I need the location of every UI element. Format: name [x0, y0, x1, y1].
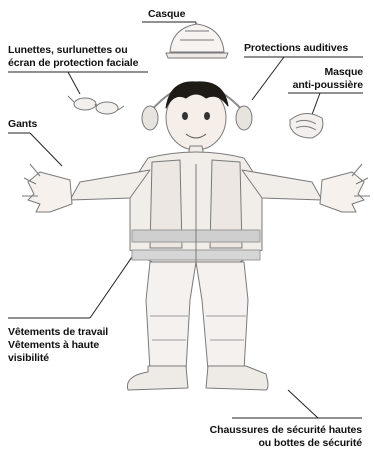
right-earmuff — [235, 105, 253, 131]
leader-clothing-d — [89, 253, 135, 319]
label-boots-line1: Chaussures de sécurité hautes — [209, 424, 362, 436]
leader-eyewear-d — [67, 71, 81, 95]
right-glove — [319, 171, 365, 213]
leader-lines — [8, 21, 363, 419]
label-dust-mask-line1: Masque — [324, 66, 364, 78]
label-clothing-line1: Vêtements de travail — [8, 326, 109, 338]
label-gloves: Gants — [8, 118, 38, 130]
label-dust-mask-line2: anti-poussière — [292, 79, 363, 91]
label-helmet: Casque — [148, 8, 186, 20]
label-eyewear-line2: écran de protection faciale — [8, 57, 139, 69]
leader-gloves-d — [29, 132, 63, 167]
label-eyewear: Lunettes, surlunettes ou écran de protec… — [8, 44, 138, 70]
label-clothing-line3: visibilité — [8, 352, 50, 364]
helmet-icon — [165, 23, 229, 59]
glasses-icon — [67, 95, 125, 115]
label-boots-line2: ou bottes de sécurité — [258, 437, 362, 449]
label-clothing-line2: Vêtements à haute — [8, 339, 100, 351]
left-boot — [126, 365, 189, 391]
label-eyewear-line1: Lunettes, surlunettes ou — [8, 44, 128, 56]
right-boot — [205, 365, 269, 391]
label-work-clothing: Vêtements de travail Vêtements à haute v… — [8, 326, 108, 365]
worker-sketch — [22, 23, 370, 391]
hair — [165, 81, 229, 109]
dust-mask-icon — [289, 113, 324, 139]
leader-boots-d — [287, 389, 319, 419]
leader-hearing-d — [251, 56, 285, 101]
left-glove — [27, 171, 73, 213]
label-dust-mask: Masque anti-poussière — [293, 66, 363, 92]
label-hearing-protection: Protections auditives — [244, 42, 349, 54]
left-earmuff — [141, 105, 159, 131]
label-safety-boots: Chaussures de sécurité hautes ou bottes … — [210, 424, 362, 450]
